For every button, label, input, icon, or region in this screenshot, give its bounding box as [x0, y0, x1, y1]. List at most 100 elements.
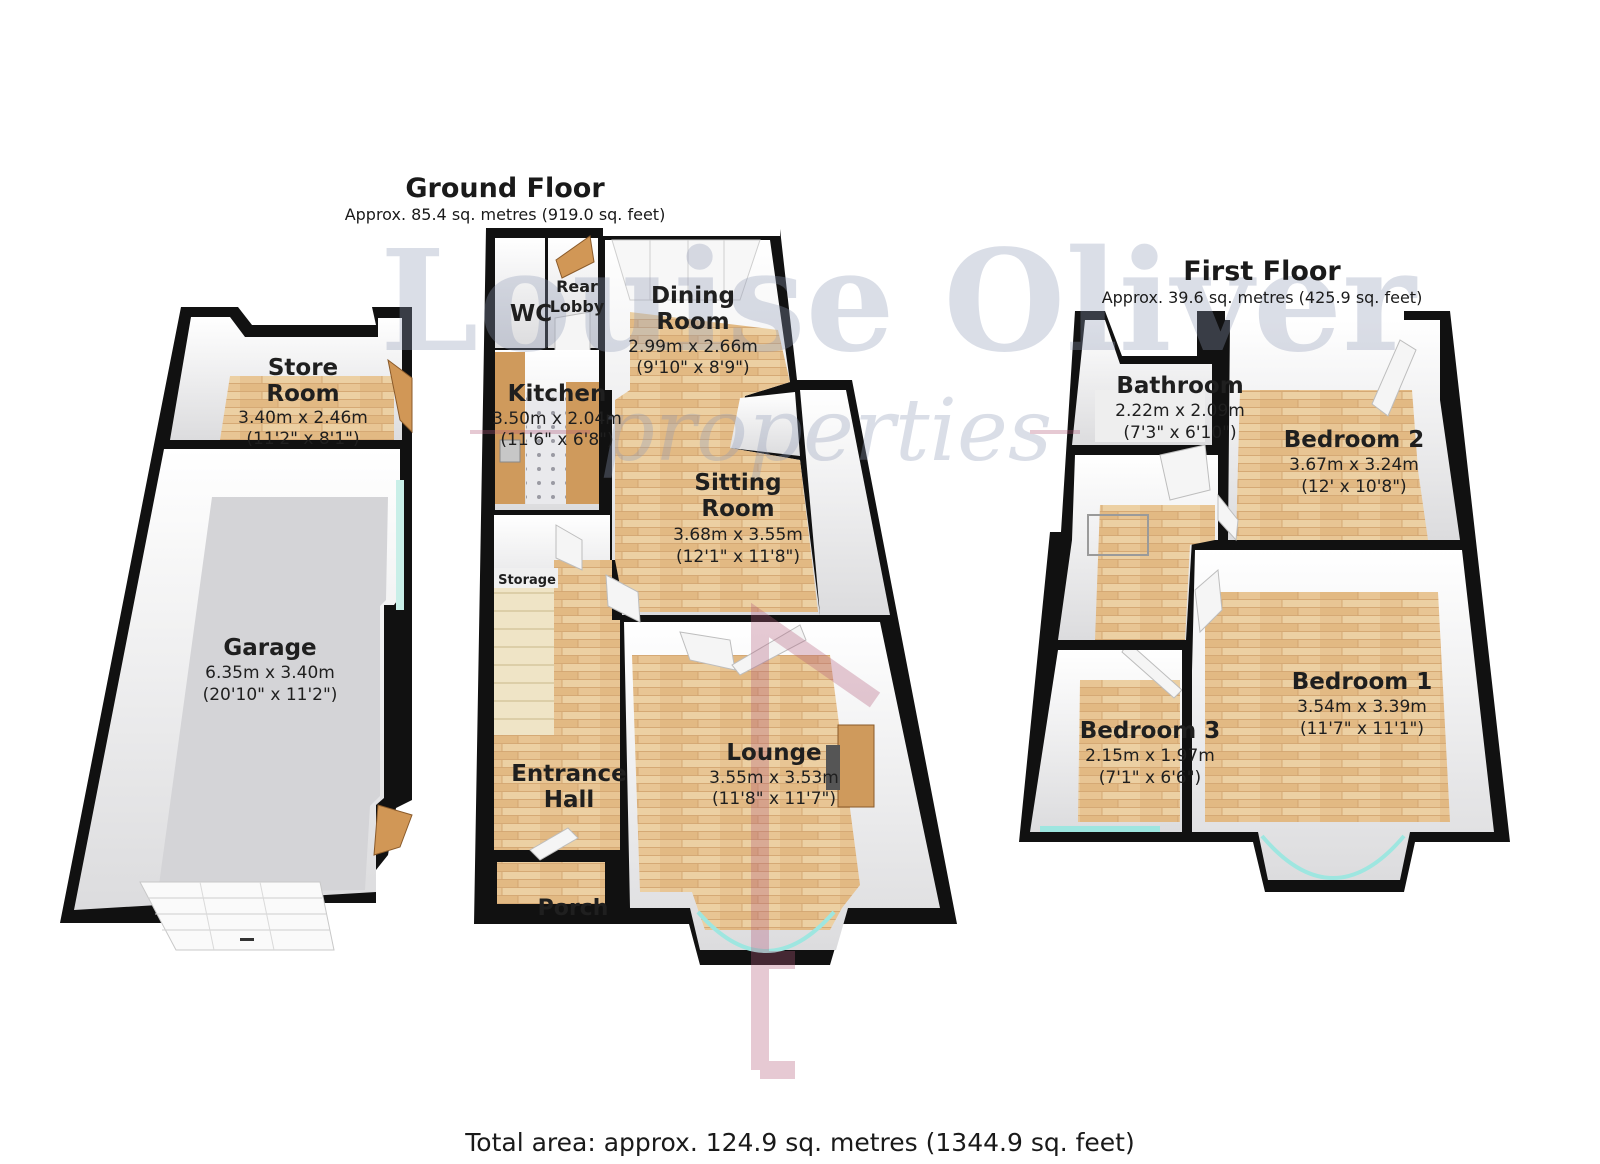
bedroom3-name: Bedroom 3	[1080, 718, 1221, 744]
label-bedroom-3: Bedroom 3 2.15m x 1.97m (7'1" x 6'6")	[1080, 718, 1221, 788]
store-room-name-1: Store	[268, 355, 338, 381]
sitting-room-dim-ft: (12'1" x 11'8")	[676, 547, 800, 567]
label-kitchen: Kitchen 3.50m x 2.04m (11'6" x 6'8")	[492, 381, 622, 450]
ground-floor-area: Approx. 85.4 sq. metres (919.0 sq. feet)	[345, 205, 666, 224]
first-floor-title: First Floor	[1183, 256, 1341, 287]
porch-name: Porch	[538, 896, 609, 921]
label-garage: Garage 6.35m x 3.40m (20'10" x 11'2")	[203, 635, 338, 705]
watermark: Louise Oliver properties	[380, 220, 1418, 1079]
sitting-room-chimney-breast	[730, 392, 800, 456]
dining-room-dim-ft: (9'10" x 8'9")	[636, 358, 749, 378]
ground-floor-title: Ground Floor	[405, 173, 605, 204]
bedroom-divider	[1182, 640, 1192, 840]
label-entrance-hall: Entrance Hall	[511, 761, 627, 813]
sitting-room-name-1: Sitting	[694, 470, 781, 496]
bedroom2-dim-ft: (12' x 10'8")	[1301, 477, 1406, 497]
dining-sitting-floor	[615, 312, 818, 612]
sitting-lounge-door	[731, 624, 807, 676]
label-storage: Storage	[494, 568, 558, 588]
entrance-hall-name-2: Hall	[544, 787, 595, 813]
bedroom1-floor	[1205, 592, 1450, 822]
dining-room-name-2: Room	[656, 309, 729, 335]
rear-lobby-door	[555, 235, 595, 279]
garage-side-window	[396, 480, 404, 610]
first-floor-block	[1019, 311, 1510, 892]
entrance-hall-name-1: Entrance	[511, 761, 627, 787]
porch-floor	[497, 862, 605, 904]
garage-door	[139, 881, 335, 951]
label-bedroom-1: Bedroom 1 3.54m x 3.39m (11'7" x 11'1")	[1292, 669, 1433, 739]
total-area: Total area: approx. 124.9 sq. metres (13…	[465, 1128, 1135, 1157]
kitchen-name: Kitchen	[508, 381, 607, 407]
store-room-dim-m: 3.40m x 2.46m	[238, 408, 368, 428]
hall-sitting-door	[605, 574, 641, 623]
kitchen-floor	[526, 392, 566, 504]
lounge-fireplace-hearth	[826, 745, 840, 790]
lounge-dim-ft: (11'8" x 11'7")	[712, 789, 836, 809]
bedroom3-dim-ft: (7'1" x 6'6")	[1099, 768, 1201, 788]
kitchen-dim-m: 3.50m x 2.04m	[492, 409, 622, 429]
bedroom3-floor	[1078, 680, 1180, 822]
bedroom3-dim-m: 2.15m x 1.97m	[1085, 746, 1215, 766]
garage-name: Garage	[223, 635, 316, 661]
label-bedroom-2: Bedroom 2 3.67m x 3.24m (12' x 10'8")	[1284, 427, 1425, 497]
wc-name: WC	[510, 301, 552, 327]
kitchen-sink	[499, 439, 521, 463]
store-room-name-2: Room	[266, 381, 339, 407]
store-garage-divider	[165, 440, 403, 449]
entrance-hall-lower	[494, 735, 618, 850]
dining-room-dim-m: 2.99m x 2.66m	[628, 337, 758, 357]
watermark-house-icon	[751, 602, 881, 1079]
bedroom1-dim-m: 3.54m x 3.39m	[1297, 697, 1427, 717]
storage-name: Storage	[498, 573, 556, 588]
garage-floor	[158, 497, 388, 892]
wc-area	[495, 238, 545, 348]
bedroom1-name: Bedroom 1	[1292, 669, 1433, 695]
bedroom1-door	[1194, 568, 1223, 634]
label-dining-room: Dining Room 2.99m x 2.66m (9'10" x 8'9")	[628, 283, 758, 378]
porch-divider	[494, 852, 530, 860]
lounge-bay-window	[696, 910, 836, 953]
label-rear-lobby: Rear Lobby	[550, 277, 605, 316]
watermark-line2: properties	[600, 381, 1052, 481]
landing-balustrade	[1087, 514, 1149, 556]
sitting-right-wall	[800, 390, 890, 615]
lounge-floor	[632, 655, 860, 930]
kitchen-dim-ft: (11'6" x 6'8")	[500, 430, 613, 450]
lounge-dim-m: 3.55m x 3.53m	[709, 768, 839, 788]
kitchen-counter-left	[495, 352, 525, 504]
store-room-dim-ft: (11'2" x 8'1")	[246, 429, 359, 449]
storage-label-bg	[494, 568, 558, 588]
sitting-room-dim-m: 3.68m x 3.55m	[673, 525, 803, 545]
first-floor-area: Approx. 39.6 sq. metres (425.9 sq. feet)	[1102, 288, 1423, 307]
bedroom1-dim-ft: (11'7" x 11'1")	[1300, 719, 1424, 739]
bedroom3-divider	[1050, 640, 1185, 650]
bedroom1-bay-window	[1260, 834, 1406, 880]
sitting-room-name-2: Room	[701, 496, 774, 522]
label-bathroom: Bathroom 2.22m x 2.09m (7'3" x 6'10")	[1115, 373, 1245, 443]
bedroom2-landing-door	[1217, 493, 1239, 542]
bathroom-dim-m: 2.22m x 2.09m	[1115, 401, 1245, 421]
store-room-door	[387, 358, 413, 434]
garage-dim-m: 6.35m x 3.40m	[205, 663, 335, 683]
rear-lobby-name-2: Lobby	[550, 297, 605, 316]
label-store-room: Store Room 3.40m x 2.46m (11'2" x 8'1")	[238, 355, 368, 449]
bedroom3-window	[1040, 826, 1160, 832]
garage-side-door	[373, 804, 413, 856]
store-room-floor	[220, 376, 394, 440]
garage-dim-ft: (20'10" x 11'2")	[203, 685, 338, 705]
bedroom2-floor	[1236, 390, 1428, 540]
bedroom2-dim-m: 3.67m x 3.24m	[1289, 455, 1419, 475]
staircase	[494, 575, 554, 735]
bathroom-floor	[1095, 390, 1205, 442]
ground-main-block	[474, 228, 957, 965]
garage-block	[60, 307, 413, 951]
storage-door	[555, 524, 583, 571]
lounge-fireplace	[837, 724, 875, 808]
label-sitting-room: Sitting Room 3.68m x 3.55m (12'1" x 11'8…	[673, 470, 803, 567]
lounge-name: Lounge	[726, 740, 821, 766]
bathroom-name: Bathroom	[1116, 373, 1243, 399]
bathroom-dim-ft: (7'3" x 6'10")	[1123, 423, 1236, 443]
landing-floor	[1095, 505, 1215, 640]
